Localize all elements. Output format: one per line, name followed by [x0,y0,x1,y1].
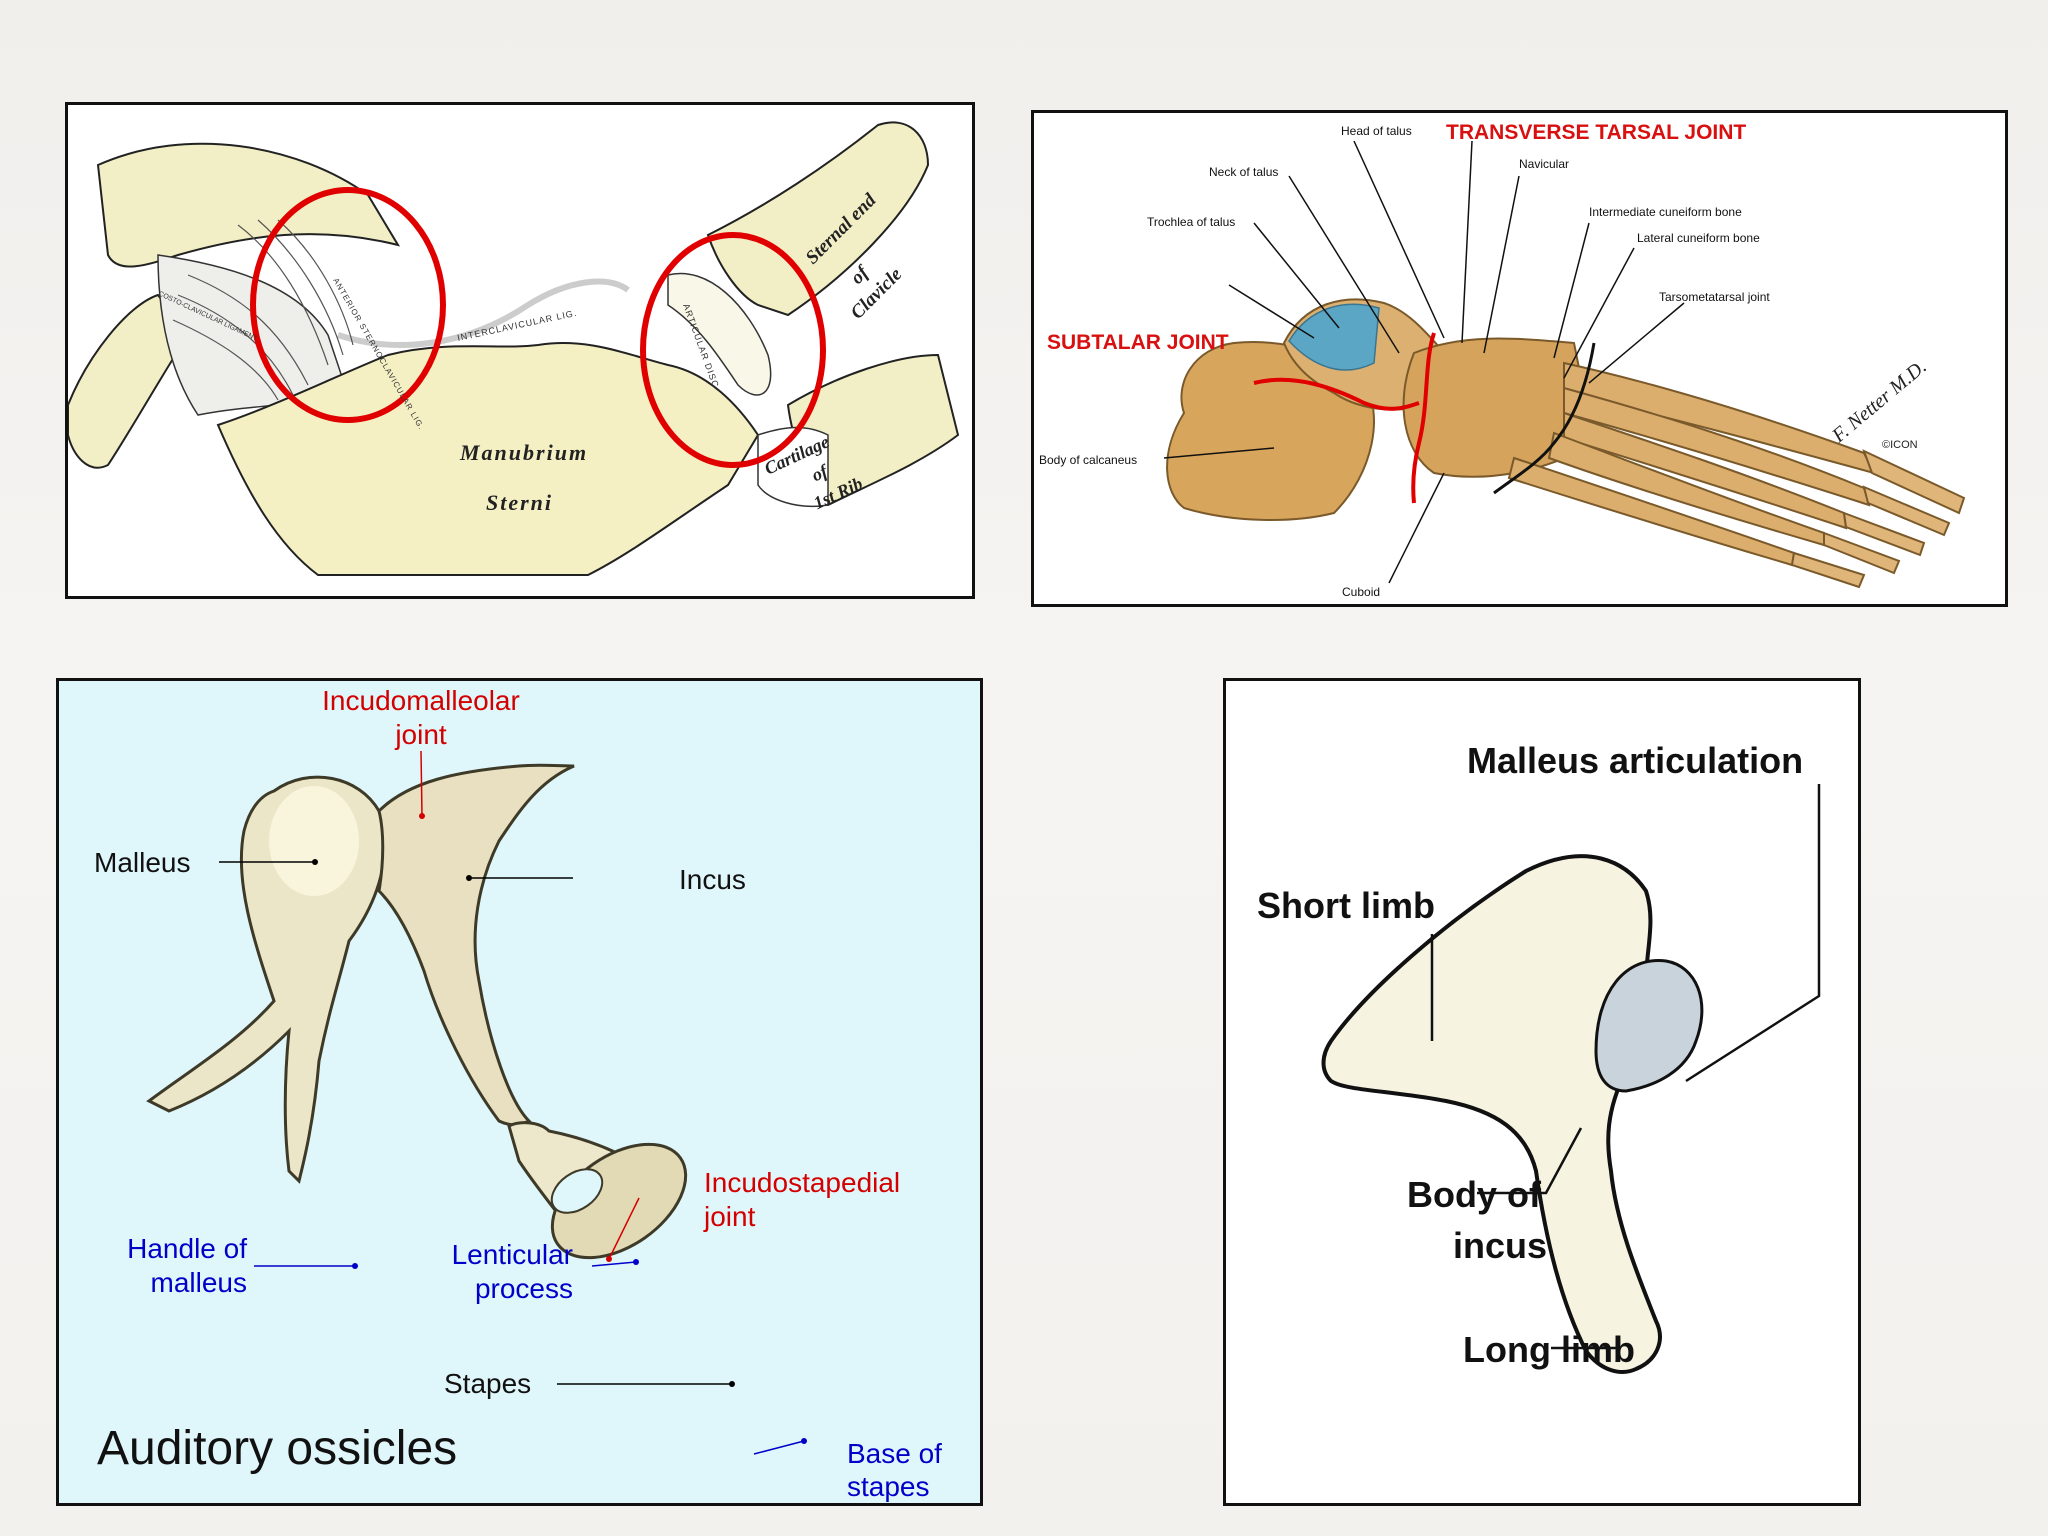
incus-bone [377,763,575,1127]
body-of-calcaneus-label: Body of calcaneus [1039,453,1137,467]
head-of-talus-label: Head of talus [1341,124,1412,138]
incus-figure: Malleus articulation Short limb Body of … [1223,678,1861,1506]
trochlea-of-talus-label: Trochlea of talus [1147,215,1235,229]
left-first-rib [68,293,190,469]
manubrium [216,342,760,576]
tarsometatarsal-line [1493,342,1596,495]
transverse-tarsal-line [1411,332,1436,504]
incudomalleolar-label-1: Incudomalleolar [322,685,520,716]
handle-of-malleus-label-2: malleus [151,1267,247,1298]
incus-body [1321,854,1662,1374]
cuboid-label: Cuboid [1342,585,1380,599]
base-of-stapes-label-2: stapes [847,1471,930,1502]
short-limb-label: Short limb [1257,885,1435,926]
malleus-label: Malleus [94,847,190,878]
incudomalleolar-label-2: joint [394,719,447,750]
malleus-articulation-facet [1594,959,1704,1093]
copyright-label: ©ICON [1882,439,1918,451]
netter-signature: F. Netter M.D. [1827,356,1931,448]
right-joint-highlight [640,232,826,468]
intermediate-cuneiform-label: Intermediate cuneiform bone [1589,205,1742,219]
base-of-stapes-label-1: Base of [847,1438,942,1469]
subtalar-line [1253,377,1420,411]
right-clavicle [706,121,930,317]
sterni-label: Sterni [486,490,553,515]
foot-illustration: Head of talus TRANSVERSE TARSAL JOINT Na… [1039,121,1966,599]
handle-of-malleus-label-1: Handle of [127,1233,247,1264]
left-clavicle [96,142,401,268]
articular-disc [667,272,772,396]
incus-label: Incus [679,864,746,895]
trochlea-cartilage [1288,303,1380,371]
transverse-tarsal-title: TRANSVERSE TARSAL JOINT [1446,121,1746,144]
body-of-incus-label-1: Body of [1407,1174,1542,1215]
incus-illustration: Malleus articulation Short limb Body of … [1257,740,1821,1374]
subtalar-title: SUBTALAR JOINT [1047,331,1229,354]
manubrium-label: Manubrium [459,440,588,465]
lenticular-process-label-1: Lenticular [452,1239,573,1270]
long-limb-label: Long limb [1463,1329,1635,1370]
lenticular-process-label-2: process [475,1273,573,1304]
ossicles-title: Auditory ossicles [97,1422,457,1475]
ossicles-illustration: Incudomalleolar joint Malleus Incus Incu… [94,685,942,1502]
incudostapedial-label-2: joint [703,1201,756,1232]
neck-of-talus-label: Neck of talus [1209,165,1278,179]
navicular-label: Navicular [1519,157,1569,171]
body-of-incus-label-2: incus [1453,1225,1547,1266]
ossicles-figure: Incudomalleolar joint Malleus Incus Incu… [56,678,983,1506]
tarsometatarsal-label: Tarsometatarsal joint [1659,290,1770,304]
foot-figure: Head of talus TRANSVERSE TARSAL JOINT Na… [1031,110,2008,607]
lateral-cuneiform-label: Lateral cuneiform bone [1637,231,1760,245]
sternoclavicular-illustration: Manubrium Sterni Sternal end of Clavicle… [68,121,960,576]
metatarsal-2 [1563,386,1871,507]
malleus-articulation-label: Malleus articulation [1467,740,1803,781]
stapes-label: Stapes [444,1368,531,1399]
incudostapedial-label-1: Incudostapedial [704,1167,900,1198]
left-joint-highlight [250,187,446,423]
sternoclavicular-figure: Manubrium Sterni Sternal end of Clavicle… [65,102,975,599]
